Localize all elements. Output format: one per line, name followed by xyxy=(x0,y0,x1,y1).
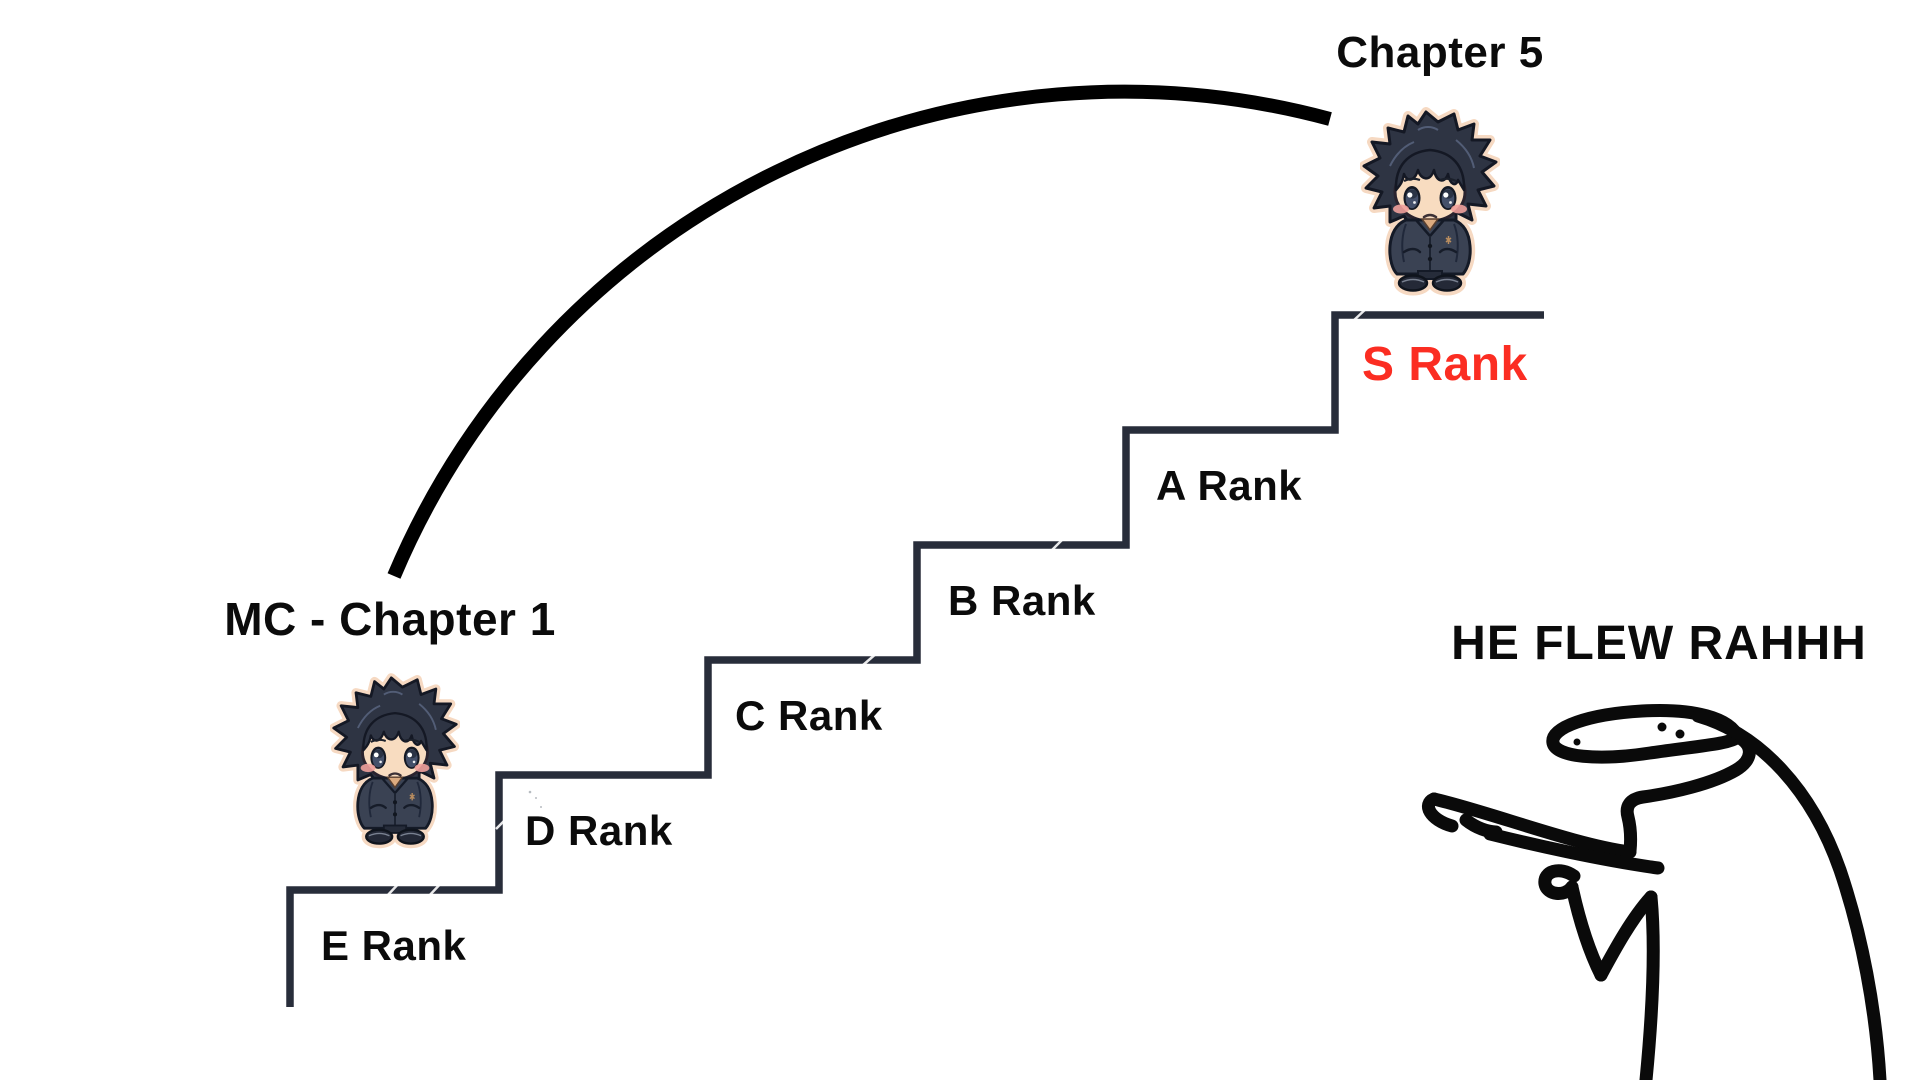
flight-arc xyxy=(387,84,1332,579)
chibi-character-end-icon xyxy=(1360,106,1500,296)
flork-pointing-icon xyxy=(1422,704,1887,1080)
flork-caption: HE FLEW RAHHH xyxy=(1451,617,1867,670)
chibi-character-start-icon xyxy=(330,672,460,849)
end-character-label: Chapter 5 xyxy=(1336,28,1544,77)
watermark-slashes xyxy=(385,306,1369,898)
rank-label-b: B Rank xyxy=(948,577,1096,624)
rank-label-s: S Rank xyxy=(1362,338,1528,391)
rank-label-c: C Rank xyxy=(735,692,883,739)
rank-label-d: D Rank xyxy=(525,807,673,854)
rank-staircase xyxy=(286,311,1544,1007)
start-character-label: MC - Chapter 1 xyxy=(224,593,556,645)
rank-label-e: E Rank xyxy=(321,922,467,969)
speckle-dots xyxy=(528,790,542,808)
rank-label-a: A Rank xyxy=(1156,462,1303,509)
